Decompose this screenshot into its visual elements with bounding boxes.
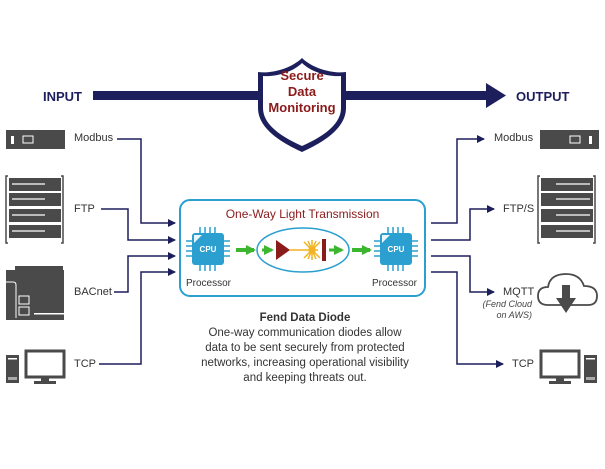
modbus-device-icon [540, 130, 599, 149]
shield-text: Secure Data Monitoring [262, 68, 342, 116]
input-label-modbus: Modbus [74, 132, 114, 144]
server-rack-icon [5, 175, 64, 244]
shield-line: Data [287, 84, 317, 99]
shield-line: Secure [280, 68, 324, 83]
output-label-tcp: TCP [512, 358, 534, 370]
photo-receiver-icon [322, 239, 326, 261]
output-label-mqtt: MQTT [503, 286, 535, 298]
output-heading: OUTPUT [516, 89, 570, 104]
shield-icon [258, 58, 346, 152]
output-line-mqtt [431, 255, 495, 296]
output-line-tcp [431, 271, 504, 368]
description: Fend Data Diode One-way communication di… [170, 311, 440, 386]
output-label-modbus: Modbus [494, 132, 534, 144]
output-label-ftps: FTP/S [503, 203, 535, 215]
cpu-chip-icon-right [374, 227, 418, 271]
diode-box-title: One-Way Light Transmission [225, 207, 380, 221]
output-line-modbus [431, 135, 485, 224]
output-mqtt-note: (Fend Cloud on AWS) [470, 299, 532, 321]
note-line: (Fend Cloud [482, 299, 532, 309]
note-line: on AWS) [496, 310, 532, 320]
description-line: One-way communication diodes allow [208, 327, 402, 339]
cpu-label-left: CPU [199, 245, 217, 254]
desktop-computer-icon [539, 349, 597, 384]
cloud-download-icon [537, 273, 598, 313]
processor-label-left: Processor [186, 278, 232, 289]
input-heading: INPUT [43, 89, 82, 104]
input-label-bacnet: BACnet [74, 286, 112, 298]
shield-line: Monitoring [268, 100, 336, 115]
light-burst-icon [290, 240, 321, 260]
description-line: data to be sent securely from protected [205, 342, 405, 354]
server-rack-icon [537, 175, 596, 244]
description-line: networks, increasing operational visibil… [201, 357, 409, 369]
input-line-bacnet [114, 252, 176, 293]
bacnet-controller-icon [6, 266, 64, 320]
desktop-computer-icon [6, 349, 66, 384]
output-line-ftps [431, 205, 495, 241]
input-line-tcp [99, 268, 176, 365]
input-line-ftp [101, 208, 176, 244]
description-heading: Fend Data Diode [259, 312, 351, 324]
modbus-device-icon [6, 130, 65, 149]
cpu-chip-icon-left [186, 227, 230, 271]
input-label-ftp: FTP [74, 203, 95, 215]
description-line: and keeping threats out. [243, 372, 367, 384]
processor-label-right: Processor [372, 278, 418, 289]
input-label-tcp: TCP [74, 358, 96, 370]
input-line-modbus [117, 138, 176, 227]
cpu-label-right: CPU [387, 245, 405, 254]
led-emitter-icon [276, 240, 290, 260]
